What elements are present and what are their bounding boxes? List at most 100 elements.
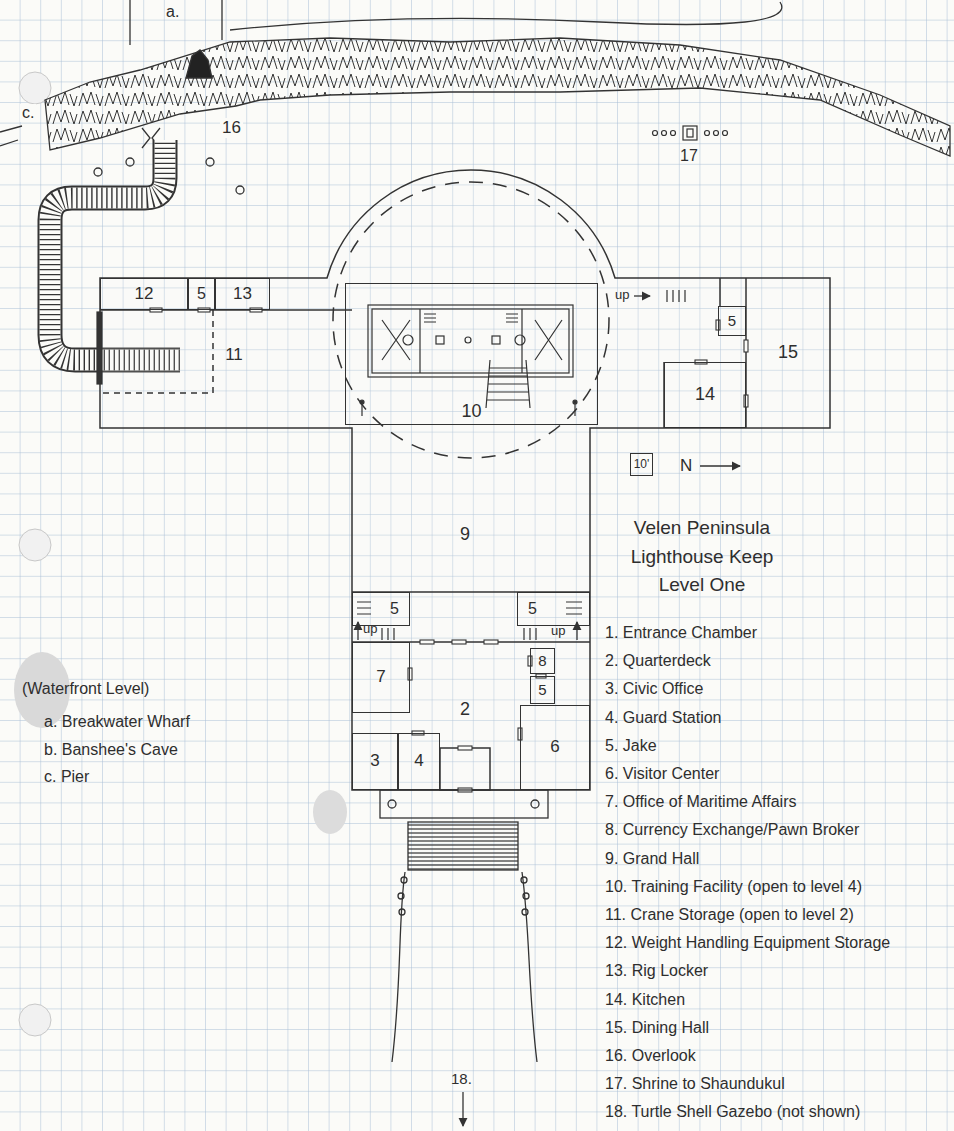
cliff [0, 126, 22, 146]
key-entry: 17. Shrine to Shaundukul [605, 1075, 785, 1093]
lighthouse-base [492, 336, 500, 344]
room-box: 4 [398, 733, 440, 790]
room-number: 10' [634, 458, 650, 471]
room-number: 5 [197, 285, 206, 303]
room-number: 4 [414, 752, 423, 771]
label-text: c. Pier [44, 768, 89, 785]
label-text: 10. Training Facility (open to level 4) [605, 878, 862, 895]
building-wall [440, 748, 490, 790]
entrance-porch [522, 909, 528, 915]
door [484, 640, 498, 644]
door [420, 640, 434, 644]
room-box: 5 [530, 676, 555, 704]
label-text: 16. Overlook [605, 1047, 696, 1064]
label-text: N [680, 456, 692, 475]
key-entry: 16. Overlook [605, 1047, 696, 1065]
overlook-pillar [94, 168, 102, 176]
lighthouse-base [403, 335, 413, 345]
entrance-porch [522, 872, 537, 1062]
key-entry: a. Breakwater Wharf [44, 713, 190, 731]
label-text: up [363, 621, 377, 636]
room-number: 5 [390, 600, 399, 618]
cliff [230, 2, 782, 30]
overlook-pillar [236, 186, 244, 194]
entrance-porch [398, 893, 404, 899]
shrine-symbol [714, 131, 719, 136]
direction-arrow [462, 1092, 463, 1126]
north-arrow: N [680, 456, 692, 476]
room-box: 8 [530, 648, 555, 674]
room-box: 9 [400, 505, 530, 565]
room-box: 14 [664, 362, 746, 428]
key-heading: (Waterfront Level) [22, 680, 149, 698]
lighthouse-base [360, 305, 577, 416]
stairs-symbol [357, 290, 685, 640]
lighthouse-base [436, 336, 444, 344]
entrance-porch [521, 877, 527, 883]
ramp-landing [97, 312, 102, 384]
label-text: 2. Quarterdeck [605, 652, 711, 669]
label-text: (Waterfront Level) [22, 680, 149, 697]
map-title: Velen Peninsula Lighthouse Keep Level On… [612, 514, 792, 600]
key-entry: 8. Currency Exchange/Pawn Broker [605, 821, 859, 839]
label-text: 17 [680, 147, 698, 164]
direction-arrow [634, 295, 650, 296]
shrine-symbol [687, 129, 693, 137]
building-wall [100, 170, 830, 790]
lighthouse-base [465, 337, 471, 343]
ramp-landing [97, 312, 102, 384]
stairs-symbol [667, 290, 685, 302]
room-number: 9 [460, 525, 470, 545]
lighthouse-base [382, 320, 562, 360]
building-wall [333, 182, 609, 458]
label-text: 7. Office of Maritime Affairs [605, 793, 796, 810]
room-number: 5 [528, 600, 537, 618]
room-number: 5 [728, 313, 736, 330]
stairs-symbol [357, 602, 371, 614]
label-text: 17. Shrine to Shaundukul [605, 1075, 785, 1092]
door [198, 308, 210, 312]
key-entry: 5. Jake [605, 737, 657, 755]
shrine-symbol [653, 126, 728, 140]
key-entry: 2. Quarterdeck [605, 652, 711, 670]
room-number: 11 [225, 346, 243, 365]
room-number: 3 [370, 752, 379, 771]
label-text: 11. Crane Storage (open to level 2) [605, 906, 854, 923]
binder-hole [19, 529, 51, 561]
room-box: 6 [520, 705, 590, 790]
label-text: 6. Visitor Center [605, 765, 719, 782]
shrine-symbol [705, 131, 710, 136]
cliff [0, 0, 950, 156]
room-number: 6 [550, 738, 559, 757]
room-box: 15 [746, 278, 830, 428]
cliff [45, 38, 950, 156]
building-wall [100, 310, 213, 393]
room-box: 3 [352, 733, 398, 790]
paper-stain [313, 790, 347, 834]
label-text: 18. [451, 1070, 472, 1087]
building-wall [664, 278, 746, 428]
cliff [186, 50, 212, 78]
room-box: 5 [188, 278, 215, 310]
stair-note: up [615, 288, 629, 303]
room-box: 5 [718, 306, 746, 336]
stairs-symbol [382, 628, 394, 640]
stair-note: up [363, 622, 377, 637]
lighthouse-base [368, 305, 573, 377]
lighthouse-base [372, 309, 569, 373]
label-text: 14. Kitchen [605, 991, 685, 1008]
entrance-porch [531, 800, 539, 808]
door [150, 308, 162, 312]
key-entry: 15. Dining Hall [605, 1019, 709, 1037]
label-text: 12. Weight Handling Equipment Storage [605, 934, 890, 951]
door [744, 340, 748, 352]
key-entry: 1. Entrance Chamber [605, 624, 757, 642]
shrine-symbol [671, 131, 676, 136]
callout-letter: c. [20, 104, 36, 122]
room-number: 13 [233, 285, 252, 304]
entrance-porch [401, 877, 407, 883]
room-box: 10 [345, 283, 598, 425]
label-text: c. [22, 104, 34, 121]
